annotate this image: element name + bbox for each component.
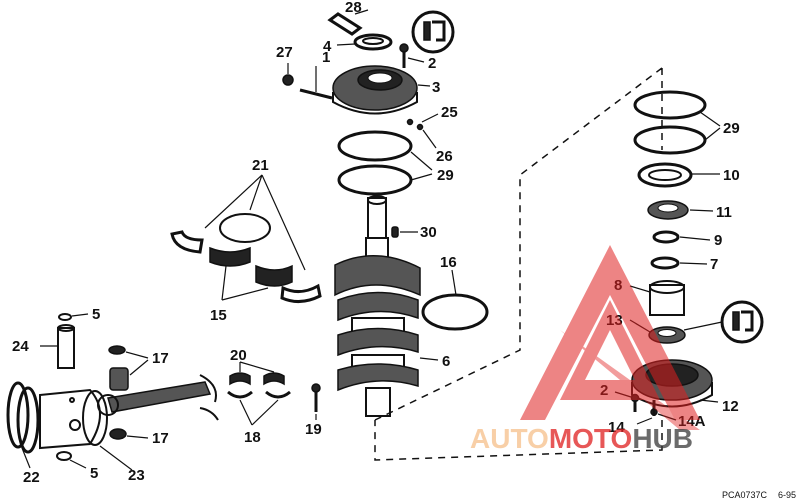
label-part-22: 22 [23, 469, 40, 486]
part-seal-top [336, 33, 393, 51]
assembly-boundary-line [374, 67, 663, 461]
label-part-17a: 17 [152, 350, 169, 367]
watermark-part3: HUB [632, 423, 693, 454]
label-part-29b: 29 [723, 120, 740, 137]
label-part-5b: 5 [90, 465, 98, 482]
part-sleeve-8 [629, 280, 685, 316]
watermark-logo [520, 245, 700, 430]
part-needle-bearings-15 [209, 246, 293, 301]
part-rod-bolt [311, 383, 321, 420]
label-part-30: 30 [420, 224, 437, 241]
label-part-23: 23 [128, 467, 145, 484]
sealant-icon-right [683, 300, 764, 344]
svg-text:AUTOMOTOHUB: AUTOMOTOHUB [470, 423, 693, 454]
label-part-5a: 5 [92, 306, 100, 323]
label-part-7: 7 [710, 256, 718, 273]
label-part-6: 6 [442, 353, 450, 370]
label-part-3: 3 [432, 79, 440, 96]
label-part-25: 25 [441, 104, 458, 121]
part-rod-bearings-20 [229, 361, 285, 386]
part-bearing-11 [647, 200, 714, 220]
sealant-icon-top [411, 10, 455, 54]
part-washer-17-top [108, 345, 149, 391]
part-seal-10 [637, 162, 720, 188]
part-piston-rings [6, 381, 40, 469]
label-part-4: 4 [323, 38, 332, 55]
label-part-14: 14 [608, 419, 625, 436]
label-part-16: 16 [440, 254, 457, 271]
drawing-code: PCA0737C [722, 490, 768, 500]
label-part-10: 10 [723, 167, 740, 184]
part-piston [39, 388, 133, 471]
part-o-rings-center [337, 130, 433, 196]
part-connecting-rod [97, 374, 219, 421]
part-o-rings-right [633, 90, 721, 155]
label-part-11: 11 [716, 204, 732, 221]
label-part-9: 9 [714, 232, 722, 249]
label-part-20: 20 [230, 347, 247, 364]
watermark-part2: MOTO [549, 423, 632, 454]
label-part-27: 27 [276, 44, 293, 61]
part-clip-5-bottom [56, 451, 87, 469]
label-part-18: 18 [244, 429, 261, 446]
label-part-29a: 29 [437, 167, 454, 184]
part-washer-17-bottom [109, 428, 149, 440]
part-bolt-long [282, 63, 333, 100]
part-rod-cap [227, 390, 291, 426]
part-key [391, 226, 418, 238]
part-wrist-pin [40, 324, 75, 369]
label-part-19: 19 [305, 421, 322, 438]
watermark-part1: AUTO [470, 423, 549, 454]
part-bracket [327, 9, 369, 36]
label-part-28: 28 [345, 0, 362, 16]
label-part-1: 1 [322, 49, 330, 66]
part-upper-housing [332, 65, 431, 115]
drawing-date: 6-95 [778, 490, 796, 500]
label-part-21: 21 [252, 157, 269, 174]
watermark-text: AUTOMOTOHUB [470, 423, 693, 454]
label-part-24: 24 [12, 338, 29, 355]
part-pin-14 [636, 400, 677, 425]
part-clip-5-top [58, 313, 89, 321]
label-part-17b: 17 [152, 430, 169, 447]
label-part-12: 12 [722, 398, 739, 415]
part-bearing-halves-21 [170, 174, 322, 303]
part-ring-9 [652, 230, 711, 244]
label-part-26: 26 [436, 148, 453, 165]
part-retaining-ring [421, 269, 489, 331]
label-part-15: 15 [210, 307, 227, 324]
part-crankshaft [334, 195, 439, 417]
part-ring-7 [650, 256, 708, 270]
label-part-2a: 2 [428, 55, 436, 72]
part-screw-top [399, 43, 425, 68]
